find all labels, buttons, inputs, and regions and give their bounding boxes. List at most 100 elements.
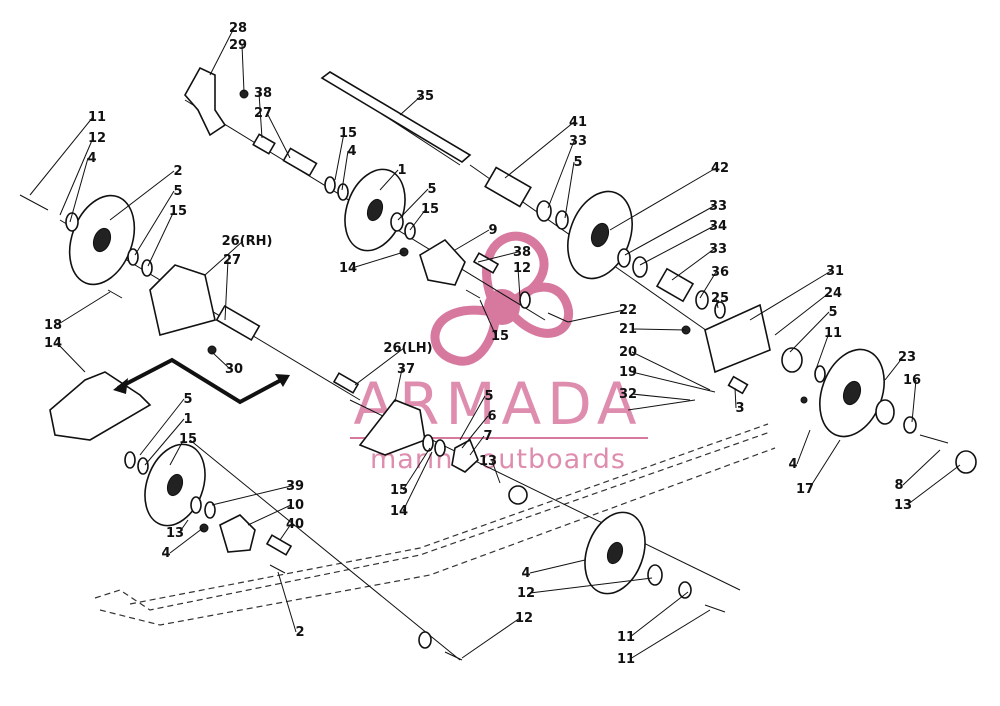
callout-number: 5	[183, 392, 192, 407]
callout-leader-line	[902, 449, 941, 486]
wheel-right	[819, 348, 885, 438]
callout-leader-line	[517, 267, 521, 299]
callout-leader-line	[491, 460, 501, 484]
callout-leader-line	[734, 387, 737, 409]
callout-number: 13	[479, 454, 497, 469]
callout-leader-line	[461, 617, 521, 659]
callout-leader-line	[639, 225, 715, 266]
callout-number: 15	[390, 483, 408, 498]
callout-number: 4	[347, 144, 356, 159]
bushings	[215, 133, 749, 556]
callout-number: 4	[87, 151, 96, 166]
callout-number: 18	[44, 318, 62, 333]
washers	[65, 176, 977, 649]
callout-number: 32	[619, 387, 637, 402]
callout-leader-line	[808, 439, 841, 490]
callout-leader-line	[144, 418, 185, 466]
wheel-upper-right	[567, 190, 633, 280]
callout-leader-line	[624, 205, 715, 256]
idler-bracket-center	[419, 238, 466, 286]
upper-arm-bracket	[184, 66, 227, 137]
callout-number: 13	[894, 498, 912, 513]
callout-number: 10	[286, 498, 304, 513]
callout-leader-line	[631, 371, 716, 393]
callout-leader-line	[459, 395, 486, 441]
callout-number: 12	[88, 131, 106, 146]
arrowhead-right-icon	[275, 374, 290, 387]
callout-number: 3	[735, 401, 744, 416]
callout-number: 5	[427, 182, 436, 197]
callout-number: 15	[339, 126, 357, 141]
callout-leader-line	[277, 571, 297, 633]
callout-number: 28	[229, 21, 247, 36]
callout-leader-line	[477, 251, 519, 263]
callout-number: 5	[173, 184, 182, 199]
callout-number: 33	[569, 134, 587, 149]
callout-number: 5	[573, 155, 582, 170]
callout-leader-line	[409, 208, 427, 231]
callout-number: 8	[894, 478, 903, 493]
idler-bracket-rh	[149, 264, 216, 336]
callout-leader-line	[631, 351, 711, 391]
callout-leader-line	[341, 150, 349, 191]
callout-number: 30	[225, 362, 243, 377]
callout-leader-line	[699, 271, 717, 299]
callout-leader-line	[204, 240, 244, 276]
callout-number: 31	[826, 264, 844, 279]
callout-number: 35	[416, 89, 434, 104]
callout-number: 21	[619, 322, 637, 337]
callout-number: 2	[295, 625, 304, 640]
callout-number: 7	[483, 429, 492, 444]
callout-leader-line	[134, 190, 175, 256]
callout-leader-line	[178, 519, 189, 534]
callout-leader-line	[911, 379, 917, 423]
callout-leader-line	[241, 44, 245, 93]
callout-number: 38	[513, 245, 531, 260]
callout-number: 1	[397, 163, 406, 178]
callout-number: 29	[229, 38, 247, 53]
callout-number: 34	[709, 219, 727, 234]
callout-number: 6	[487, 409, 496, 424]
callout-leader-line	[547, 140, 575, 209]
callout-number: 4	[788, 457, 797, 472]
callout-number: 14	[44, 336, 62, 351]
callout-number: 15	[491, 329, 509, 344]
callout-leader-line	[247, 504, 292, 526]
callout-number: 24	[824, 286, 842, 301]
callout-number: 4	[161, 546, 170, 561]
callout-number: 5	[484, 389, 493, 404]
callout-number: 11	[88, 110, 106, 125]
idler-bracket-lh	[358, 399, 426, 456]
callout-leader-line	[715, 297, 719, 309]
callout-leader-line	[884, 356, 904, 381]
callout-number: 36	[711, 265, 729, 280]
callout-leader-line	[789, 311, 830, 353]
callout-number: 12	[515, 611, 533, 626]
propeller-hub-icon	[484, 289, 520, 325]
bolts	[19, 194, 949, 661]
callout-number: 33	[709, 199, 727, 214]
callout-number: 26(LH)	[383, 341, 432, 356]
callout-number: 16	[903, 373, 921, 388]
callout-number: 13	[166, 526, 184, 541]
callout-number: 25	[711, 291, 729, 306]
callout-leader-line	[209, 27, 235, 76]
callout-leader-line	[147, 210, 175, 267]
callout-number: 37	[397, 362, 415, 377]
callout-number: 27	[254, 106, 272, 121]
callout-leader-line	[334, 132, 345, 181]
callout-number: 9	[488, 223, 497, 238]
callout-leader-line	[774, 292, 830, 336]
callout-number: 5	[828, 305, 837, 320]
callout-number: 14	[390, 504, 408, 519]
callout-leader-line	[224, 259, 229, 321]
callout-leader-line	[56, 291, 111, 326]
callout-number: 4	[521, 566, 530, 581]
callout-leader-line	[749, 270, 832, 321]
wheel-lower-center	[584, 511, 646, 595]
callout-leader-line	[469, 435, 485, 456]
callout-leader-line	[169, 438, 185, 466]
callout-leader-line	[351, 251, 405, 269]
callout-number: 39	[286, 479, 304, 494]
callout-leader-line	[56, 342, 86, 373]
